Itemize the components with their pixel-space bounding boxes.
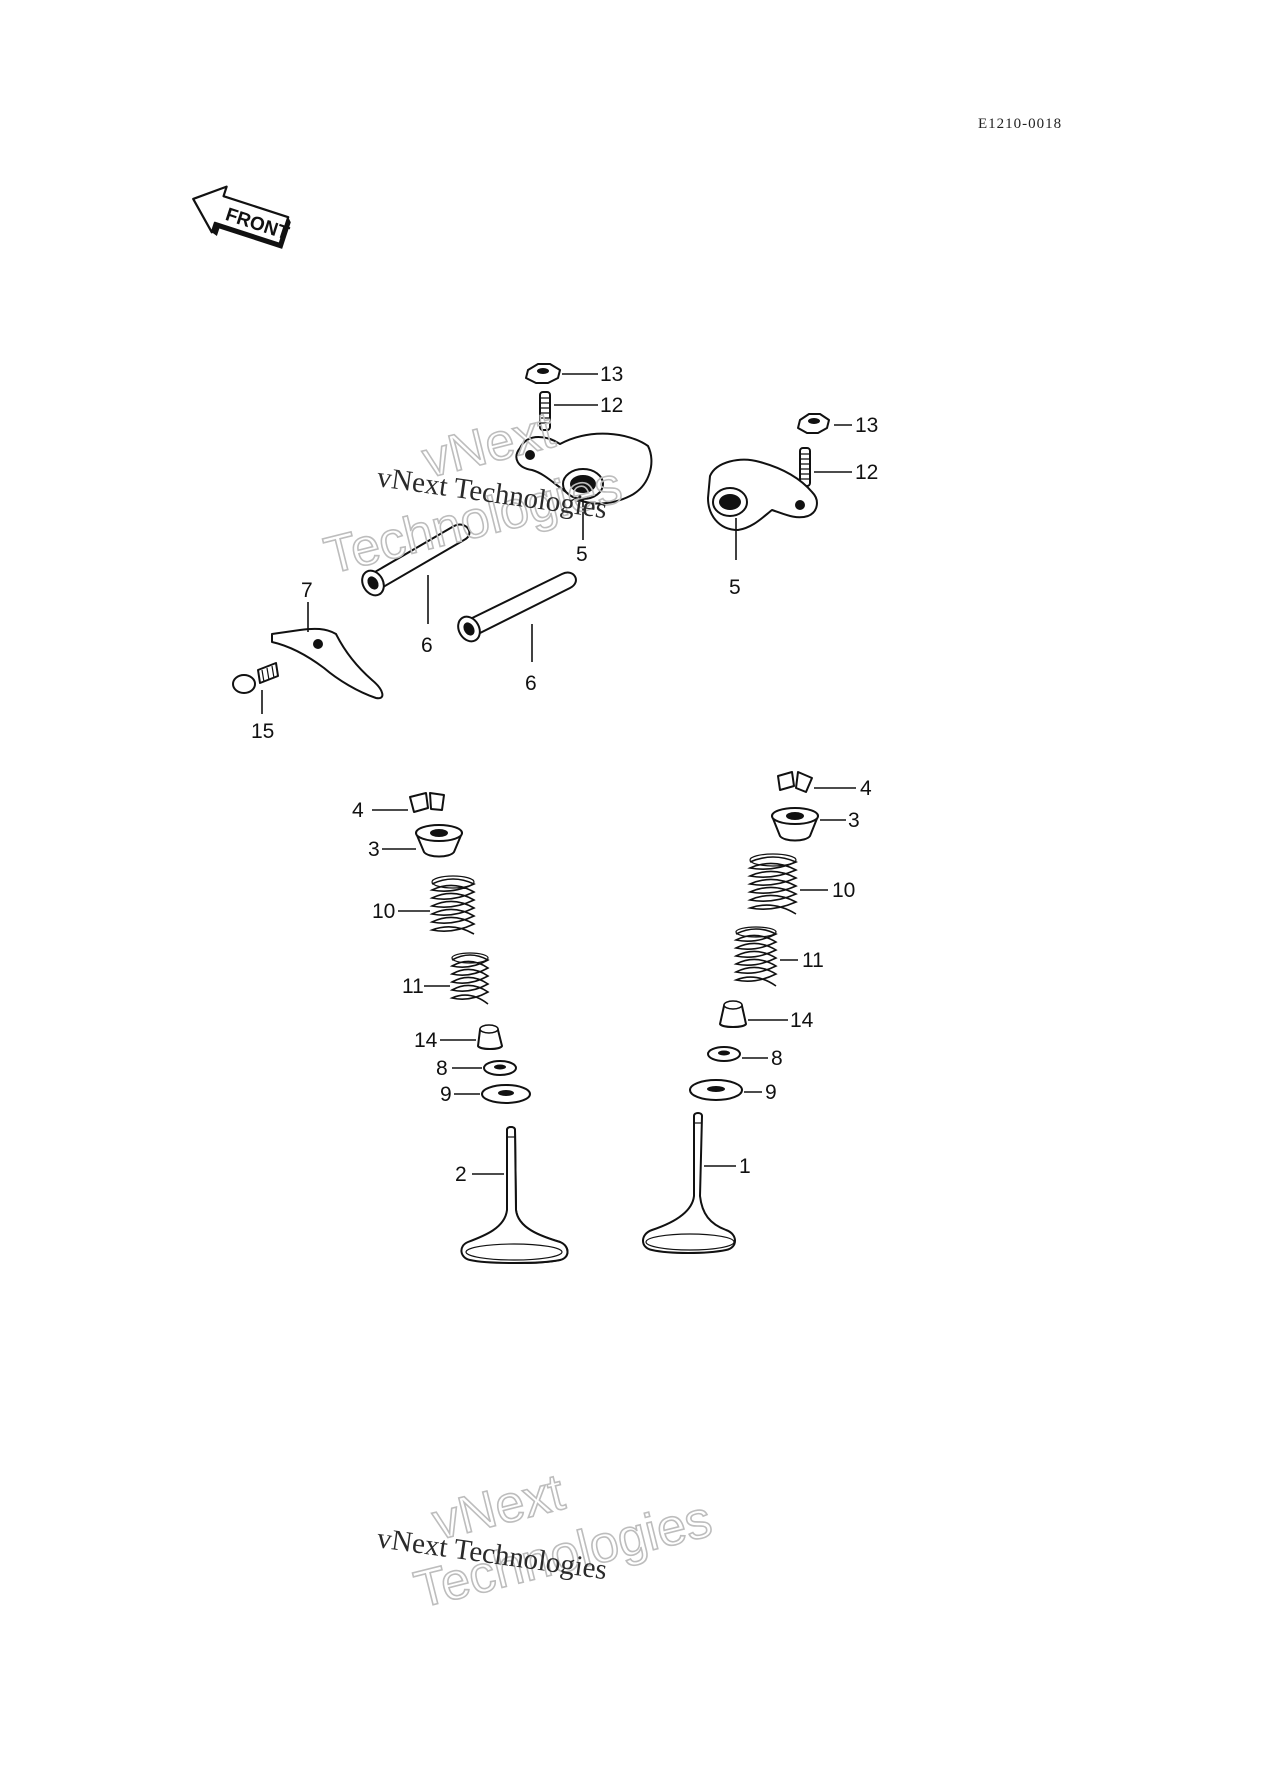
- cotter-4-left: [409, 792, 445, 813]
- seat-8-right: [707, 1046, 741, 1062]
- callout-9-right: 9: [765, 1081, 777, 1104]
- callout-5-right: 5: [729, 576, 741, 599]
- callout-9-left: 9: [440, 1083, 452, 1106]
- nut-13-left: [525, 363, 561, 384]
- plate-7: [271, 627, 384, 700]
- callout-8-left: 8: [436, 1057, 448, 1080]
- front-arrow-icon: FRONT: [192, 185, 292, 249]
- seat-8-left: [483, 1060, 517, 1076]
- callout-3-left: 3: [368, 838, 380, 861]
- callout-13-right: 13: [855, 414, 878, 437]
- rocker-shaft-6-left: [361, 523, 471, 597]
- inner-spring-11-left: [449, 952, 490, 1012]
- retainer-3-right: [771, 807, 819, 842]
- callout-4-right: 4: [860, 777, 872, 800]
- washer-9-right: [689, 1079, 743, 1101]
- callout-12-right: 12: [855, 461, 878, 484]
- outer-spring-10-left: [429, 875, 476, 938]
- rocker-arm-5-left: [515, 432, 653, 505]
- callout-10-left: 10: [372, 900, 395, 923]
- seal-14-left: [477, 1024, 503, 1050]
- seal-14-right: [719, 1000, 747, 1028]
- adjusting-screw-12-left: [539, 391, 551, 431]
- callout-1: 1: [739, 1155, 751, 1178]
- adjusting-screw-12-right: [799, 447, 811, 487]
- callout-7: 7: [301, 579, 313, 602]
- rocker-arm-5-right: [707, 458, 818, 531]
- callout-10-right: 10: [832, 879, 855, 902]
- callout-8-right: 8: [771, 1047, 783, 1070]
- callout-6-right: 6: [525, 672, 537, 695]
- callout-15: 15: [251, 720, 274, 743]
- callout-13-left: 13: [600, 363, 623, 386]
- intake-valve-1: [642, 1112, 736, 1254]
- callout-14-right: 14: [790, 1009, 814, 1032]
- callout-12-left: 12: [600, 394, 623, 417]
- callout-5-left: 5: [576, 543, 588, 566]
- cotter-4-right: [777, 771, 813, 793]
- document-code: E1210-0018: [978, 116, 1062, 132]
- retainer-3-left: [415, 824, 463, 858]
- watermark-bottom: vNext Technologies vNext Technologies: [375, 1462, 718, 1620]
- rocker-shaft-6-right: [457, 571, 577, 643]
- callout-11-right: 11: [802, 949, 824, 972]
- outer-spring-10-right: [746, 853, 799, 920]
- bolt-15: [232, 662, 279, 694]
- callout-4-left: 4: [352, 799, 364, 822]
- callout-2: 2: [455, 1163, 467, 1186]
- inner-spring-11-right: [733, 926, 778, 990]
- callout-3-right: 3: [848, 809, 860, 832]
- washer-9-left: [481, 1084, 531, 1104]
- callout-11-left: 11: [402, 975, 424, 998]
- exhaust-valve-2: [460, 1126, 569, 1264]
- callout-6-left: 6: [421, 634, 433, 657]
- callout-14-left: 14: [414, 1029, 438, 1052]
- nut-13-right: [797, 413, 830, 434]
